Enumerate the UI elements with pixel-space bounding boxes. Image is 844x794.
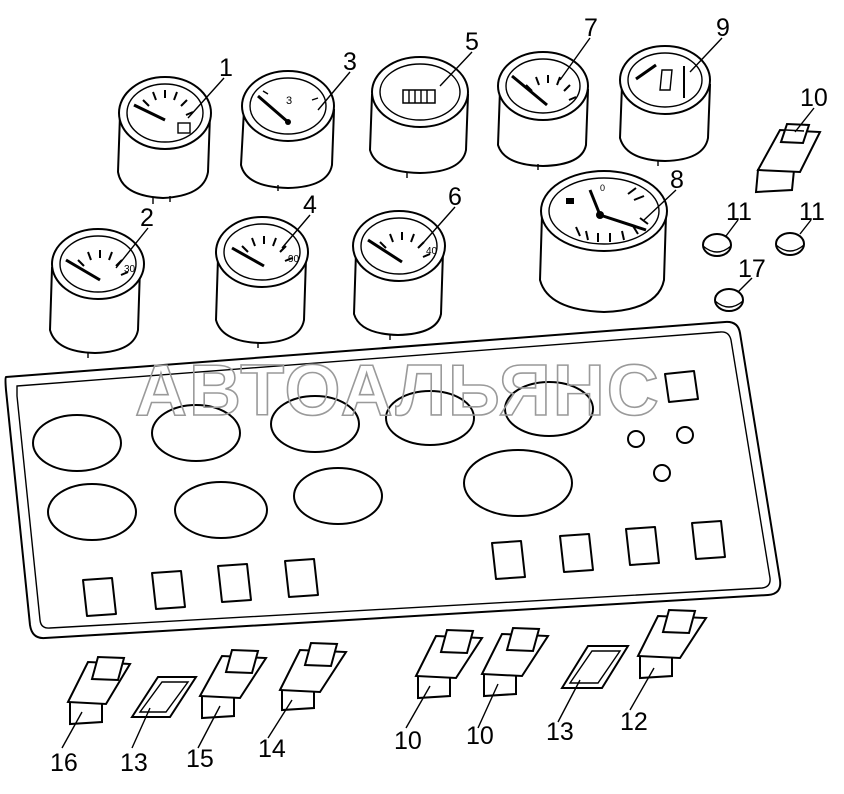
callout-3: 3	[343, 48, 357, 76]
gauge-4: 90	[214, 216, 309, 348]
callout-14: 14	[258, 735, 286, 763]
svg-text:3: 3	[286, 95, 292, 107]
callout-10-bottom-a: 10	[394, 727, 422, 755]
callout-13-right: 13	[546, 718, 574, 746]
callout-11-left: 11	[726, 198, 752, 226]
callout-9: 9	[716, 14, 730, 42]
plug-11-right	[775, 232, 805, 256]
switch-10-bottom-a	[414, 628, 484, 700]
callout-10-bottom-b: 10	[466, 722, 494, 750]
switch-14	[278, 641, 348, 712]
callout-11-right: 11	[799, 198, 825, 226]
switch-16	[66, 655, 132, 726]
callout-1: 1	[219, 54, 233, 82]
svg-text:30: 30	[124, 264, 136, 275]
switch-12	[636, 608, 708, 680]
callout-16: 16	[50, 749, 78, 777]
callout-12: 12	[620, 708, 648, 736]
callout-13-left: 13	[120, 749, 148, 777]
gauge-8: 0	[538, 170, 668, 314]
svg-text:0: 0	[600, 183, 605, 193]
callout-6: 6	[448, 183, 462, 211]
callout-labels: 1 3 5 7 9 10 2 4 6 8 11 11 17 16 13 15 1…	[50, 14, 828, 777]
gauge-6: 40	[352, 210, 446, 340]
gauge-3: 3	[239, 70, 336, 191]
plug-11-left	[702, 233, 732, 257]
svg-text:90: 90	[288, 254, 300, 265]
callout-17: 17	[738, 255, 766, 283]
cover-13-right	[560, 645, 630, 689]
switch-10-bottom-b	[480, 626, 550, 698]
svg-text:40: 40	[426, 246, 438, 257]
switch-10-top	[754, 122, 822, 194]
cover-13-left	[130, 676, 198, 718]
plug-17	[714, 288, 744, 312]
gauge-5	[368, 56, 470, 178]
watermark-text: АВТОАЛЬЯНС	[135, 351, 661, 431]
callout-7: 7	[584, 14, 598, 42]
callout-5: 5	[465, 28, 479, 56]
gauge-9	[618, 45, 712, 166]
callout-2: 2	[140, 204, 154, 232]
panel-board	[4, 320, 782, 640]
callout-10-top: 10	[800, 84, 828, 112]
callout-15: 15	[186, 745, 214, 773]
callout-4: 4	[303, 191, 317, 219]
gauge-7	[496, 51, 590, 170]
callout-8: 8	[670, 166, 684, 194]
switch-15	[198, 648, 268, 720]
gauge-2: 30	[48, 228, 145, 358]
gauge-1	[116, 76, 212, 204]
leader-lines	[61, 37, 815, 749]
